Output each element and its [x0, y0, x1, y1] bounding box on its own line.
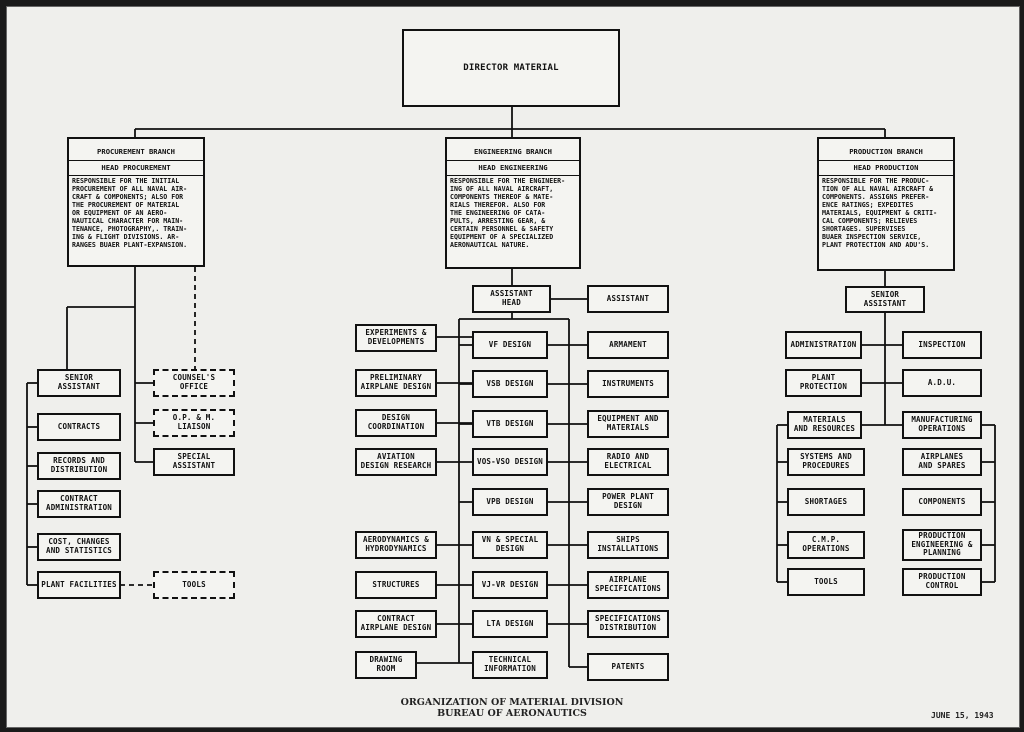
production-tools: TOOLS	[787, 568, 865, 596]
engineering-assistant-head: ASSISTANT HEAD	[472, 285, 551, 313]
engineering-aerodynamics-hydrodynamics: AERODYNAMICS & HYDRODYNAMICS	[355, 531, 437, 559]
production-senior-assistant: SENIOR ASSISTANT	[845, 286, 925, 313]
procurement-tools: TOOLS	[153, 571, 235, 599]
procurement-cost-changes-statistics: COST, CHANGES AND STATISTICS	[37, 533, 121, 561]
chart-caption: ORGANIZATION OF MATERIAL DIVISION BUREAU…	[387, 697, 637, 719]
production-components: COMPONENTS	[902, 488, 982, 516]
procurement-senior-assistant: SENIOR ASSISTANT	[37, 369, 121, 397]
engineering-armament: ARMAMENT	[587, 331, 669, 359]
procurement-description: RESPONSIBLE FOR THE INITIAL PROCUREMENT …	[72, 177, 188, 249]
engineering-description: RESPONSIBLE FOR THE ENGINEER- ING OF ALL…	[450, 177, 566, 249]
engineering-assistant: ASSISTANT	[587, 285, 669, 313]
engineering-radio-electrical: RADIO AND ELECTRICAL	[587, 448, 669, 476]
procurement-records-distribution: RECORDS AND DISTRIBUTION	[37, 452, 121, 480]
engineering-structures: STRUCTURES	[355, 571, 437, 599]
production-materials-resources: MATERIALS AND RESOURCES	[787, 411, 862, 439]
engineering-equipment-materials: EQUIPMENT AND MATERIALS	[587, 410, 669, 438]
production-adu: A.D.U.	[902, 369, 982, 397]
engineering-lta-design: LTA DESIGN	[472, 610, 548, 638]
production-shortages: SHORTAGES	[787, 488, 865, 516]
production-head: HEAD PRODUCTION	[819, 161, 953, 177]
engineering-vtb-design: VTB DESIGN	[472, 410, 548, 438]
production-description: RESPONSIBLE FOR THE PRODUC- TION OF ALL …	[822, 177, 938, 249]
procurement-opm-liaison: O.P. & M. LIAISON	[153, 409, 235, 437]
procurement-counsels-office: COUNSEL'S OFFICE	[153, 369, 235, 397]
engineering-power-plant-design: POWER PLANT DESIGN	[587, 488, 669, 516]
engineering-instruments: INSTRUMENTS	[587, 370, 669, 398]
procurement-special-assistant: SPECIAL ASSISTANT	[153, 448, 235, 476]
production-airplanes-spares: AIRPLANES AND SPARES	[902, 448, 982, 476]
engineering-head: HEAD ENGINEERING	[447, 161, 579, 177]
production-manufacturing-operations: MANUFACTURING OPERATIONS	[902, 411, 982, 439]
engineering-design-coordination: DESIGN COORDINATION	[355, 409, 437, 437]
engineering-experiments-developments: EXPERIMENTS & DEVELOPMENTS	[355, 324, 437, 352]
engineering-vj-vr-design: VJ-VR DESIGN	[472, 571, 548, 599]
director-material-box: DIRECTOR MATERIAL	[402, 29, 620, 107]
procurement-contracts: CONTRACTS	[37, 413, 121, 441]
caption-line-1: ORGANIZATION OF MATERIAL DIVISION	[400, 697, 624, 708]
director-label: DIRECTOR MATERIAL	[463, 62, 559, 73]
production-inspection: INSPECTION	[902, 331, 982, 359]
production-branch-title: PRODUCTION BRANCH	[819, 139, 953, 161]
caption-line-2: BUREAU OF AERONAUTICS	[437, 708, 587, 719]
procurement-branch-box: PROCUREMENT BRANCH HEAD PROCUREMENT RESP…	[67, 137, 205, 267]
engineering-vn-special-design: VN & SPECIAL DESIGN	[472, 531, 548, 559]
production-control: PRODUCTION CONTROL	[902, 568, 982, 596]
production-engineering-planning: PRODUCTION ENGINEERING & PLANNING	[902, 529, 982, 561]
procurement-plant-facilities: PLANT FACILITIES	[37, 571, 121, 599]
engineering-patents: PATENTS	[587, 653, 669, 681]
engineering-contract-airplane-design: CONTRACT AIRPLANE DESIGN	[355, 610, 437, 638]
engineering-technical-information: TECHNICAL INFORMATION	[472, 651, 548, 679]
production-administration: ADMINISTRATION	[785, 331, 862, 359]
engineering-branch-title: ENGINEERING BRANCH	[447, 139, 579, 161]
engineering-vos-vso-design: VOS-VSO DESIGN	[472, 448, 548, 476]
chart-date: JUNE 15, 1943	[931, 711, 994, 720]
engineering-vf-design: VF DESIGN	[472, 331, 548, 359]
procurement-contract-administration: CONTRACT ADMINISTRATION	[37, 490, 121, 518]
engineering-vpb-design: VPB DESIGN	[472, 488, 548, 516]
procurement-head: HEAD PROCUREMENT	[69, 161, 203, 177]
procurement-branch-title: PROCUREMENT BRANCH	[69, 139, 203, 161]
engineering-drawing-room: DRAWING ROOM	[355, 651, 417, 679]
production-cmp-operations: C.M.P. OPERATIONS	[787, 531, 865, 559]
engineering-preliminary-airplane-design: PRELIMINARY AIRPLANE DESIGN	[355, 369, 437, 397]
production-plant-protection: PLANT PROTECTION	[785, 369, 862, 397]
engineering-airplane-specifications: AIRPLANE SPECIFICATIONS	[587, 571, 669, 599]
engineering-vsb-design: VSB DESIGN	[472, 370, 548, 398]
engineering-ships-installations: SHIPS INSTALLATIONS	[587, 531, 669, 559]
engineering-aviation-design-research: AVIATION DESIGN RESEARCH	[355, 448, 437, 476]
engineering-branch-box: ENGINEERING BRANCH HEAD ENGINEERING RESP…	[445, 137, 581, 269]
production-systems-procedures: SYSTEMS AND PROCEDURES	[787, 448, 865, 476]
org-chart-page: DIRECTOR MATERIAL PROCUREMENT BRANCH HEA…	[6, 6, 1020, 728]
production-branch-box: PRODUCTION BRANCH HEAD PRODUCTION RESPON…	[817, 137, 955, 271]
engineering-specifications-distribution: SPECIFICATIONS DISTRIBUTION	[587, 610, 669, 638]
